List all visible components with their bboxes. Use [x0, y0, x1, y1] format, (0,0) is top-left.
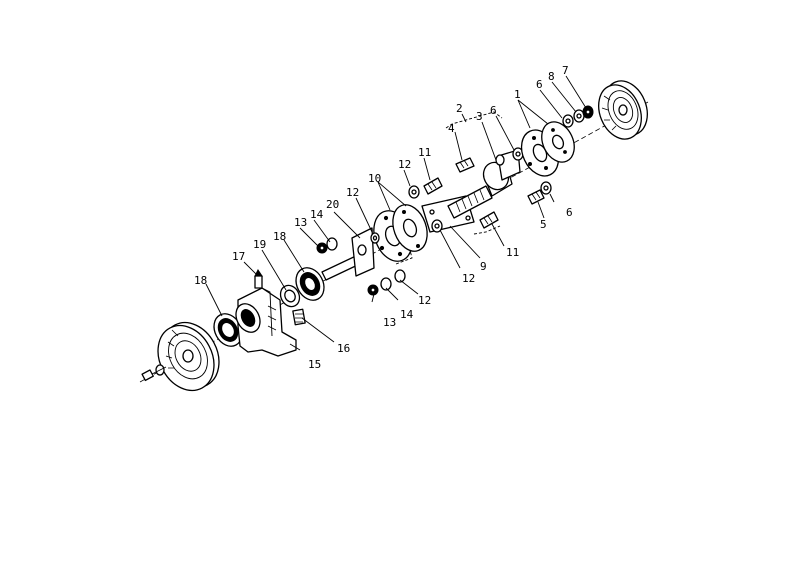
callout-14a: 14: [310, 208, 324, 221]
callout-12c: 12: [462, 272, 475, 285]
callout-17: 17: [232, 250, 245, 263]
callout-18a: 18: [194, 274, 207, 287]
flange-hub: [520, 121, 575, 177]
washer-6-center: [512, 147, 524, 161]
washer-6-upper: [562, 114, 574, 128]
callout-12a: 12: [398, 158, 411, 171]
flange-plate-right: [392, 204, 428, 252]
callout-6a: 6: [490, 104, 497, 117]
callout-20: 20: [326, 198, 339, 211]
splined-shaft: [447, 185, 493, 219]
washer-left: [370, 232, 380, 244]
bolt-lower-right: [479, 211, 499, 229]
callout-2: 2: [456, 102, 463, 115]
washer-upper: [408, 185, 420, 199]
callout-11b: 11: [506, 246, 519, 259]
callout-14b: 14: [400, 308, 414, 321]
callout-7: 7: [562, 64, 569, 77]
callout-3: 3: [476, 110, 483, 123]
callout-6b: 6: [536, 78, 543, 91]
callout-11a: 11: [418, 146, 431, 159]
callout-19: 19: [253, 238, 266, 251]
grease-fitting: [254, 269, 263, 289]
callout-16: 16: [337, 342, 350, 355]
bolt-upper: [423, 177, 443, 195]
group-bracket-top: [445, 111, 503, 129]
washer-6-lower: [540, 181, 552, 195]
pulley-bolt: [141, 364, 167, 382]
sleeve: [279, 284, 301, 308]
callout-18b: 18: [273, 230, 286, 243]
callout-8: 8: [548, 70, 555, 83]
left-pulley: [157, 321, 220, 392]
right-pulley: [598, 80, 648, 140]
nut-washer-lower: [367, 269, 406, 296]
callout-13b: 13: [383, 316, 396, 329]
nut-7: [582, 105, 594, 119]
callout-5: 5: [540, 218, 547, 231]
nut-washer-upper: [316, 237, 338, 254]
callout-1: 1: [514, 88, 521, 101]
washer-8: [573, 109, 585, 123]
bearing-left: [213, 313, 243, 347]
callout-15: 15: [308, 358, 321, 371]
bolt-4: [455, 157, 475, 173]
housing-bolt: [292, 308, 306, 326]
callout-9: 9: [480, 260, 487, 273]
leader-lines: [205, 75, 587, 351]
callout-12b: 12: [346, 186, 359, 199]
callout-10: 10: [368, 172, 381, 185]
callout-labels: 1 2 3 4 5 6 6 6 7 8 9 10 11 11 12 12 12 …: [194, 64, 573, 371]
group-bracket-bottom: [395, 225, 501, 265]
bolt-5: [527, 189, 545, 205]
shaft: [321, 227, 375, 281]
bearing-middle: [295, 267, 325, 301]
pillow-block-housing: [235, 287, 297, 357]
callout-12d: 12: [418, 294, 431, 307]
callout-4: 4: [448, 122, 455, 135]
callout-13a: 13: [294, 216, 307, 229]
washer-lower-right: [431, 219, 443, 233]
callout-6c: 6: [566, 206, 573, 219]
gearbox-body: [482, 149, 521, 197]
